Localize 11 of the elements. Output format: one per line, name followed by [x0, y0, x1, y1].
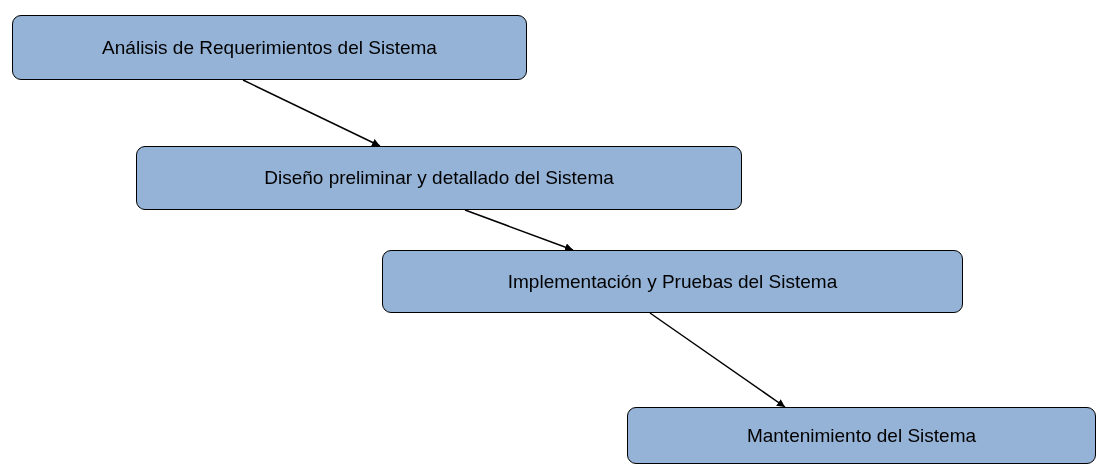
box-label: Mantenimiento del Sistema: [746, 424, 977, 447]
box-label: Implementación y Pruebas del Sistema: [507, 270, 838, 293]
process-box: [12, 15, 527, 80]
process-box: [136, 146, 742, 210]
process-box: [382, 250, 963, 313]
process-box: [627, 407, 1096, 464]
arrow: [464, 209, 574, 251]
box-label: Diseño preliminar y detallado del Sistema: [264, 167, 614, 189]
arrow: [242, 79, 381, 147]
arrow: [649, 312, 786, 408]
box-label: Análisis de Requerimientos del Sistema: [102, 36, 437, 59]
